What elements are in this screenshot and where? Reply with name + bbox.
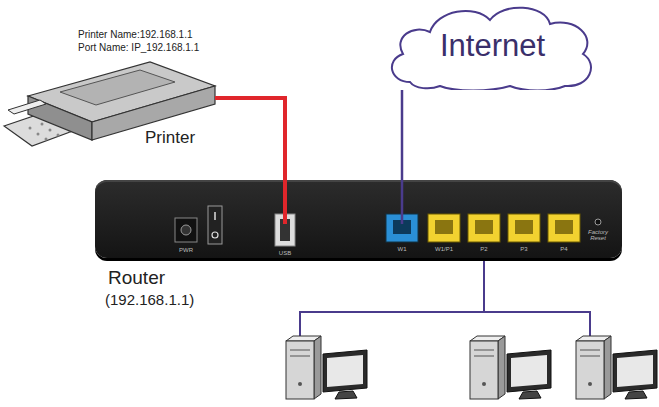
cable-connector (401, 90, 404, 180)
router-box: Router(192.168.1.1) (95, 180, 622, 258)
port-label: P2 (469, 246, 499, 252)
device-name: Router (108, 268, 165, 289)
cloud-label: Internet (385, 29, 600, 63)
device-address: (192.168.1.1) (105, 292, 194, 309)
printer-node: Printer (10, 55, 215, 155)
port-label: Factory Reset (585, 229, 611, 242)
printer-info: Port Name: IP_192.168.1.1 (78, 43, 199, 54)
port-label: W1/P1 (429, 246, 459, 252)
device-name: Printer (145, 129, 195, 148)
computer-illustrations (286, 336, 657, 399)
lan-wires (300, 244, 590, 338)
port-label: P4 (549, 246, 579, 252)
port-label: USB (270, 250, 300, 256)
port-label: W1 (387, 246, 417, 252)
port-label: PWR (171, 247, 201, 253)
port-label: P3 (509, 246, 539, 252)
cable-connector (215, 98, 285, 180)
internet-cloud: Internet (385, 2, 600, 90)
printer-info: Printer Name:192.168.1.1 (78, 30, 193, 41)
